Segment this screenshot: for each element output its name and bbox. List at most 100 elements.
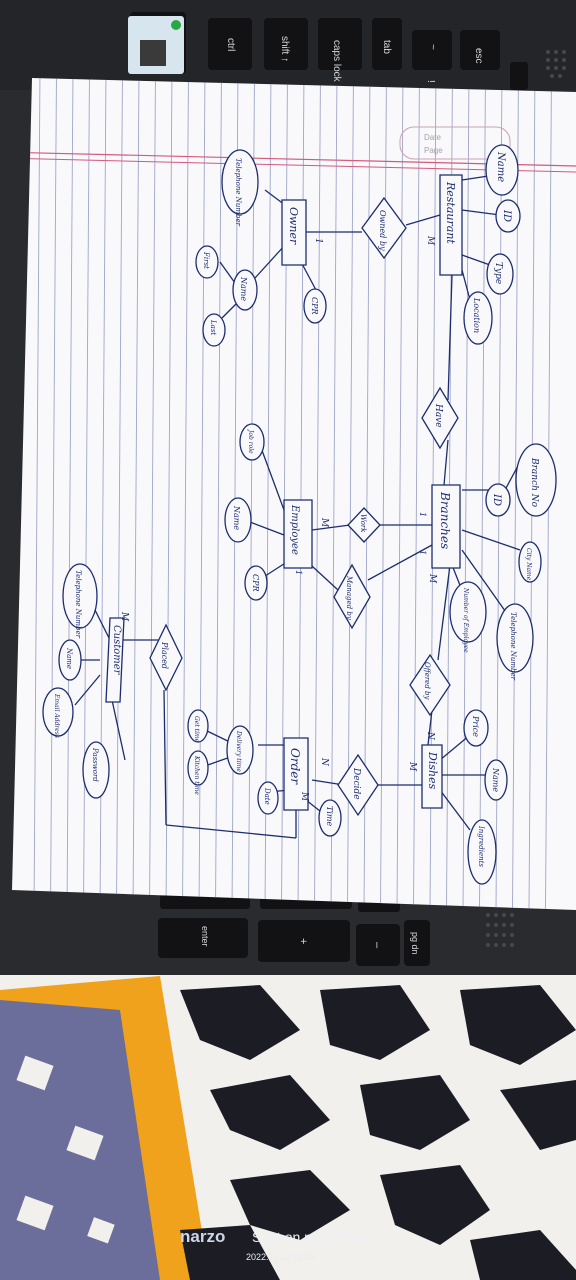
attribute-employee-name: Name: [224, 497, 252, 543]
svg-text:Telephone Number: Telephone Number: [74, 570, 82, 639]
svg-text:Price: Price: [471, 715, 480, 737]
attribute-order-get-time: Get time: [187, 709, 209, 743]
entity-employee-label: Employee: [289, 504, 300, 555]
attribute-customer-email: Email Address: [42, 687, 74, 738]
date-page-stamp: Date Page: [399, 126, 511, 160]
ruled-line: [264, 78, 272, 910]
keys-bottom-row: [158, 895, 430, 966]
entity-branches: Branches: [431, 484, 461, 569]
svg-text:Telephone Number: Telephone Number: [509, 612, 517, 681]
cardinality-dishes-offered: N: [425, 731, 435, 741]
entity-order: Order: [283, 737, 309, 811]
key-esc: esc: [473, 48, 484, 64]
ruled-line: [248, 78, 255, 910]
svg-text:Email Address: Email Address: [53, 693, 60, 738]
svg-text:Ingredients: Ingredients: [477, 825, 485, 867]
key-exclaim: !: [425, 80, 436, 83]
speaker-grille-top: [546, 50, 566, 78]
ruled-line: [215, 78, 222, 910]
ruled-line: [149, 78, 156, 910]
svg-text:Name: Name: [239, 276, 248, 301]
attribute-branch-city: City Name: [518, 541, 542, 583]
key-tilde: ~: [427, 44, 438, 50]
key-labels-bottom: pg dn enter + –: [200, 926, 420, 955]
er-diagram: Restaurant Owner Branches Employee Dishe…: [42, 144, 557, 885]
cardinality-branch-offered: M: [427, 573, 437, 584]
relationship-managed-by-label: Managed by: [345, 575, 353, 621]
attribute-restaurant-location: Location: [463, 291, 493, 345]
page-label: Page: [424, 146, 443, 155]
attribute-restaurant-name: Name: [485, 144, 519, 196]
fabric-background: [0, 975, 576, 1280]
entity-order-label: Order: [288, 748, 302, 785]
date-label: Date: [424, 133, 441, 142]
relationship-work-label: Work: [359, 514, 367, 533]
attribute-ellipses: Name ID Type Location Telephone Number N…: [42, 144, 557, 885]
relationship-offered-by: Offered by: [409, 653, 451, 717]
key-pg-dn: pg dn: [410, 932, 420, 955]
relationship-have: Have: [421, 386, 459, 450]
watermark-caption: Shot on narzo 50A: [252, 1229, 369, 1245]
relationship-have-label: Have: [433, 403, 443, 428]
entity-customer-label: Customer: [111, 625, 122, 676]
entity-customer: Customer: [105, 617, 125, 703]
ruled-line: [396, 78, 404, 910]
cardinality-employee-work: M: [319, 517, 329, 528]
ruled-line: [50, 78, 57, 910]
cardinality-branch-work: 1: [418, 512, 427, 517]
attribute-employee-job-role: Job role: [239, 423, 265, 461]
key-minus: –: [371, 942, 383, 949]
svg-text:Name: Name: [495, 151, 506, 182]
svg-text:Name: Name: [65, 647, 73, 669]
attribute-restaurant-type: Type: [486, 253, 514, 295]
svg-text:Password: Password: [91, 747, 99, 782]
cardinality-customer: M: [119, 611, 129, 622]
relationship-work: Work: [347, 507, 381, 543]
relationship-owned-by: Owned by: [361, 196, 407, 260]
entity-employee: Employee: [283, 499, 313, 569]
svg-text:First: First: [202, 251, 210, 269]
attribute-owner-name: Name: [232, 269, 258, 311]
ruled-line: [182, 78, 189, 910]
relationship-placed-label: Placed: [160, 641, 169, 669]
svg-text:CPR: CPR: [251, 574, 260, 592]
svg-text:Delivery time: Delivery time: [235, 730, 242, 772]
cardinality-owner: 1: [313, 238, 323, 244]
attribute-employee-cpr: CPR: [244, 565, 268, 601]
entity-restaurant: Restaurant: [439, 174, 463, 276]
ruled-line: [132, 78, 140, 910]
speaker-grille-bottom: [486, 913, 514, 947]
key-tab: tab: [381, 40, 392, 54]
key-ctrl: ctrl: [225, 38, 236, 51]
key-labels-top: esc ~ ! tab caps lock shift ↑ ctrl: [225, 36, 484, 83]
svg-text:Job role: Job role: [247, 428, 254, 454]
connector-lines: [74, 174, 521, 839]
cardinality-branch-managed: 1: [418, 550, 427, 555]
attribute-dish-price: Price: [463, 709, 489, 747]
ruled-line: [413, 78, 420, 910]
svg-text:Kitchen time: Kitchen time: [193, 755, 200, 795]
cardinality-order-decide: N: [319, 757, 329, 767]
svg-text:Last: Last: [209, 319, 217, 335]
attribute-dish-name: Name: [484, 759, 508, 801]
svg-text:Telephone Number: Telephone Number: [234, 158, 242, 227]
attribute-owner-cpr: CPR: [303, 288, 327, 324]
cardinality-restaurant-owner: M: [425, 235, 435, 246]
cardinality-order-placed: M: [299, 791, 309, 802]
relationship-decide: Decide: [337, 753, 379, 817]
attribute-customer-name: Name: [58, 639, 82, 681]
attribute-customer-telephone: Telephone Number: [62, 563, 98, 639]
key-shift: shift ↑: [279, 36, 290, 62]
relationship-managed-by: Managed by: [333, 563, 371, 630]
cardinality-employee-managed: 1: [294, 570, 303, 575]
svg-text:Branch No: Branch No: [529, 457, 539, 508]
relationship-owned-by-label: Owned by: [378, 210, 387, 251]
svg-text:Time: Time: [325, 806, 334, 826]
svg-text:Type: Type: [493, 262, 503, 284]
relationship-decide-label: Decide: [351, 767, 361, 800]
attribute-owner-last: Last: [202, 313, 226, 347]
entity-branches-label: Branches: [438, 491, 452, 549]
ruled-line: [330, 78, 338, 910]
attribute-owner-first: First: [195, 245, 219, 279]
